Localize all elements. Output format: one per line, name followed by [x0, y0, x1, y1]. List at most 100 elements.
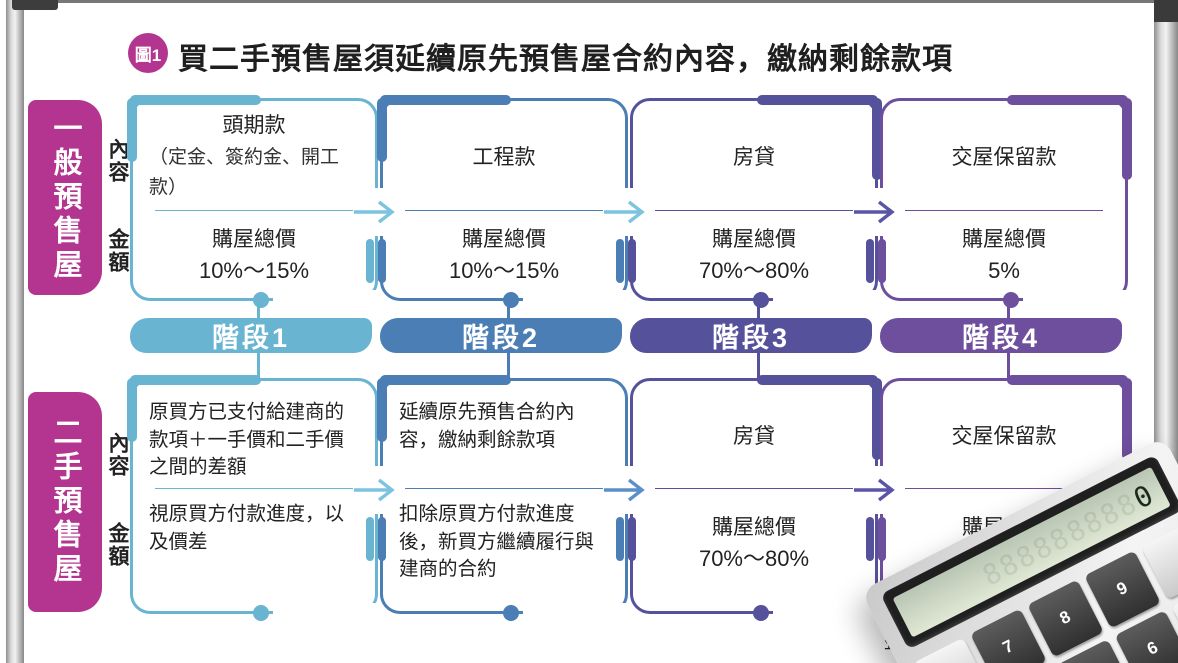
content-amount-divider: [405, 488, 603, 489]
border-open-mask: [523, 290, 629, 303]
box-content-text: 延續原先預售合約內容，繳納剩餘款項: [399, 401, 575, 451]
amount-value: 10%～15%: [448, 258, 560, 284]
connector-dot: [503, 291, 520, 308]
border-open-mask: [773, 290, 879, 303]
box-amount: 購屋總價 10%～15%: [393, 225, 615, 287]
right-arrow-icon: [604, 478, 645, 502]
box-content-title: 房貸: [733, 145, 775, 169]
box-content-title: 交屋保留款: [951, 145, 1057, 169]
box-top-accent: [130, 94, 261, 105]
border-open-mask: [273, 290, 379, 303]
arrow-top-3to4: [852, 186, 900, 286]
box-amount-text: 視原買方付款進度，以及價差: [149, 503, 345, 553]
amount-name: 購屋總價: [712, 516, 796, 539]
right-arrow-icon: [354, 478, 395, 502]
border-dash: [878, 239, 886, 283]
board-top-clip: [12, 0, 58, 10]
figure-number-badge: 圖1: [128, 33, 168, 73]
box-side-accent: [376, 378, 387, 442]
box-side-accent: [871, 378, 882, 460]
border-dash: [628, 239, 636, 283]
box-content: 房貸: [645, 101, 863, 210]
stage4-bar: 階段4: [880, 318, 1122, 353]
connector-dot: [503, 604, 520, 621]
amount-name: 購屋總價: [962, 228, 1046, 251]
border-dash: [878, 517, 886, 561]
stage1-bar: 階段1: [130, 318, 372, 353]
content-amount-divider: [155, 210, 353, 211]
content-amount-divider: [655, 210, 853, 211]
connector-dot: [753, 604, 770, 621]
easel-left-pole: [6, 0, 24, 663]
box-content: 工程款: [395, 101, 613, 210]
border-open-mask: [523, 603, 629, 616]
box-side-accent: [1121, 378, 1132, 460]
amount-value: 5%: [988, 258, 1020, 284]
content-amount-divider: [155, 488, 353, 489]
secondhand-stage3-box: 房貸 購屋總價 70%～80%: [630, 374, 882, 621]
stage2-label: 階段2: [461, 323, 541, 353]
connector-dot: [753, 291, 770, 308]
border-dash: [366, 239, 374, 283]
amount-value: 70%～80%: [698, 258, 810, 284]
stage2-bar: 階段2: [380, 318, 622, 353]
box-side-accent: [126, 378, 137, 442]
box-content: 房貸: [645, 381, 863, 488]
arrow-bottom-2to3: [602, 464, 650, 564]
box-top-accent: [380, 374, 511, 385]
stage3-bar: 階段3: [630, 318, 872, 353]
easel-pole-cap: [1154, 0, 1178, 22]
box-amount: 購屋總價 10%～15%: [143, 225, 365, 287]
box-side-accent: [126, 98, 137, 162]
right-arrow-icon: [854, 478, 895, 502]
right-arrow-icon: [354, 200, 395, 224]
connector-dot: [1003, 291, 1020, 308]
box-side-accent: [376, 98, 387, 162]
box-content-title: 工程款: [472, 145, 536, 169]
right-arrow-icon: [854, 200, 895, 224]
box-content-title: 房貸: [733, 424, 775, 448]
box-amount-text: 扣除原買方付款進度後，新買方繼續履行與建商的合約: [399, 503, 595, 581]
content-amount-divider: [905, 210, 1103, 211]
content-amount-divider: [905, 488, 1103, 489]
content-amount-divider: [655, 488, 853, 489]
arrow-top-1to2: [352, 186, 400, 286]
box-amount: 購屋總價 5%: [893, 225, 1115, 287]
arrow-bottom-3to4: [852, 464, 900, 564]
row1-amount-label: 金額: [106, 228, 129, 274]
secondhand-stage2-box: 延續原先預售合約內容，繳納剩餘款項 扣除原買方付款進度後，新買方繼續履行與建商的…: [376, 374, 629, 621]
border-open-mask: [273, 603, 379, 616]
amount-name: 購屋總價: [462, 228, 546, 251]
row-label-text: 二手預售屋: [49, 417, 81, 587]
amount-name: 購屋總價: [212, 228, 296, 251]
amount-value: 10%～15%: [198, 258, 310, 284]
general-stage4-box: 交屋保留款 購屋總價 5%: [880, 94, 1132, 308]
box-content: 交屋保留款: [895, 101, 1113, 210]
stage3-label: 階段3: [711, 323, 791, 353]
amount-name: 購屋總價: [712, 228, 796, 251]
border-dash: [866, 239, 874, 283]
row2-amount-label: 金額: [106, 522, 129, 568]
border-dash: [366, 517, 374, 561]
border-dash: [866, 517, 874, 561]
box-content: 頭期款 （定金、簽約金、開工款）: [145, 101, 363, 210]
box-content-title: 頭期款: [222, 114, 286, 138]
box-top-accent: [1007, 94, 1128, 105]
page-title: 買二手預售屋須延續原先預售屋合約內容，繳納剩餘款項: [178, 43, 953, 76]
stage4-label: 階段4: [961, 323, 1041, 353]
border-dash: [378, 239, 386, 283]
box-side-accent: [871, 98, 882, 180]
box-content-text: 原買方已支付給建商的款項＋一手價和二手價之間的差額: [149, 401, 345, 479]
border-dash: [616, 517, 624, 561]
box-content: 交屋保留款: [895, 381, 1113, 488]
box-top-accent: [380, 94, 511, 105]
row-label-text: 一般預售屋: [49, 112, 81, 283]
border-dash: [628, 517, 636, 561]
box-content-title: 交屋保留款: [951, 424, 1057, 448]
secondhand-stage1-box: 原買方已支付給建商的款項＋一手價和二手價之間的差額 視原買方付款進度，以及價差: [126, 374, 379, 621]
border-dash: [378, 517, 386, 561]
border-open-mask: [773, 603, 879, 616]
box-top-accent: [757, 94, 878, 105]
row-label-secondhand-presale: 二手預售屋: [28, 392, 102, 612]
